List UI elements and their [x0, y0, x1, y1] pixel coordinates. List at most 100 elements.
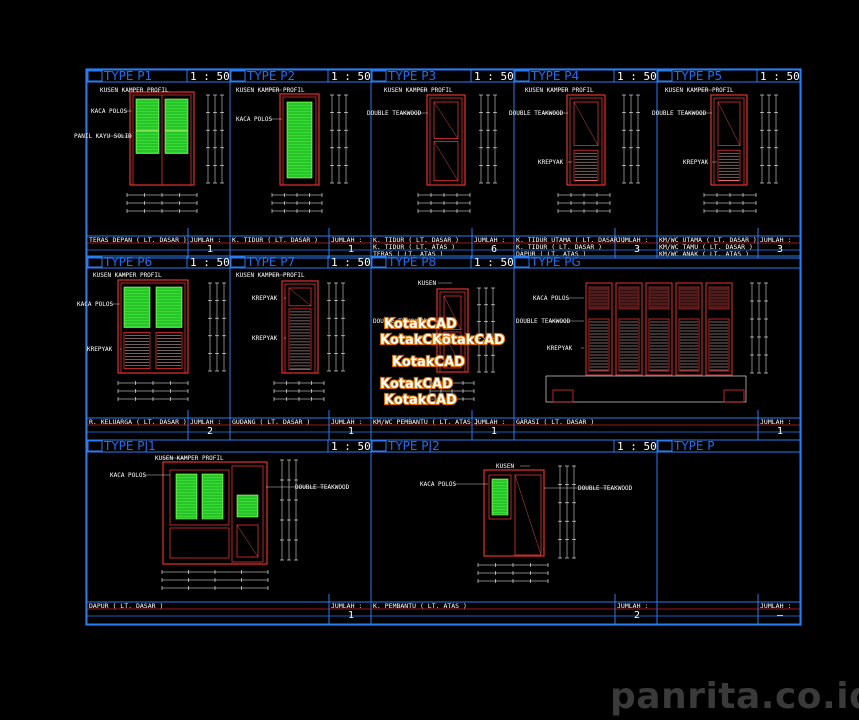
- door-window-combo-elevation: [477, 465, 576, 583]
- panel-type-title: TYPE PG: [530, 255, 581, 269]
- dimension-chain: [429, 381, 475, 401]
- kotakcad-watermark: KotakCAD: [384, 317, 457, 332]
- door-elevation: [281, 280, 319, 374]
- panel-scale: 1 : 50: [760, 70, 800, 83]
- panel-type-title: TYPE P5: [673, 69, 722, 83]
- jumlah-count: —: [777, 610, 784, 621]
- callout-label: KREPYAK: [87, 346, 121, 353]
- door-elevation: [129, 91, 195, 186]
- vertical-dimension-chain: [280, 459, 298, 561]
- dimension-chain: [477, 563, 549, 583]
- louver-panel: [708, 318, 730, 372]
- callout-label: KUSEN: [418, 280, 452, 287]
- jumlah-count: 1: [348, 426, 354, 437]
- jumlah-label: JUMLAH :: [190, 418, 221, 426]
- vertical-dimension-chain: [477, 287, 495, 373]
- callout-label: KREPYAK: [252, 335, 286, 342]
- door-frame: [566, 94, 606, 186]
- door-panel: [288, 287, 312, 307]
- callout-text: KUSEN KAMPER PROFIL: [100, 87, 169, 94]
- louver-panel: [155, 332, 183, 369]
- callout-text: KUSEN KAMPER PROFIL: [93, 272, 162, 279]
- kotakcad-watermark: KotakCAD: [392, 355, 465, 370]
- vertical-dimension-chain: [206, 94, 224, 184]
- panel-diagonal: [443, 331, 462, 369]
- vertical-dimension-chain: [558, 465, 576, 559]
- panel-diagonal: [433, 141, 459, 181]
- panel-type-title: TYPE P1: [103, 69, 152, 83]
- callout-label: KUSEN KAMPER PROFIL: [384, 87, 453, 94]
- callout-label: KACA POLOS: [77, 301, 120, 308]
- jumlah-label: JUMLAH :: [331, 236, 362, 244]
- jumlah-count: 6: [491, 244, 497, 255]
- kotakcad-watermark: KotakCAD: [380, 377, 453, 392]
- callout-label: KUSEN KAMPER PROFIL: [100, 87, 169, 94]
- glass-pane: [135, 98, 160, 131]
- panel-type-title: TYPE P3: [387, 69, 436, 83]
- door-panel: [433, 101, 459, 139]
- door-leaf: [120, 282, 186, 374]
- door-swing: [514, 474, 542, 556]
- callout-label: KACA POLOS: [533, 295, 584, 302]
- louver-panel: [618, 318, 640, 372]
- door-leaf: [282, 96, 317, 186]
- panel-frame: [86, 69, 231, 259]
- jumlah-count: 1: [348, 244, 354, 255]
- door-leaf: [284, 283, 316, 374]
- door-elevation: [117, 279, 189, 374]
- jumlah-count: 1: [348, 610, 354, 621]
- panel-scale: 1 : 50: [617, 440, 657, 453]
- panel-scale: 1 : 50: [474, 256, 514, 269]
- vertical-dimension-chain: [760, 94, 778, 184]
- panel-diagonal: [433, 101, 459, 139]
- room-name: GARASI ( LT. DASAR ): [516, 418, 594, 426]
- callout-text: KREPYAK: [538, 159, 564, 166]
- jumlah-count: 3: [634, 244, 640, 255]
- jumlah-label: JUMLAH :: [474, 236, 505, 244]
- jumlah-label: JUMLAH :: [331, 602, 362, 610]
- callout-label: KREPYAK: [547, 345, 584, 352]
- callout-label: KREPYAK: [683, 159, 717, 166]
- door-panel: [717, 101, 741, 146]
- room-name: KM/WC PEMBANTU ( LT. ATAS ): [373, 418, 479, 426]
- callout-text: DOUBLE TEAKWOOD: [509, 110, 564, 117]
- glass-pane: [164, 98, 189, 131]
- room-name: KM/WC TAMU ( LT. DASAR ): [659, 243, 753, 251]
- louver-panel: [288, 308, 312, 370]
- window-frame: [169, 469, 230, 526]
- door-elevation: [426, 94, 466, 186]
- vertical-dimension-chain: [330, 94, 348, 184]
- type-id-box: [514, 70, 530, 82]
- door-elevation: [436, 288, 469, 373]
- vertical-dimension-chain: [327, 282, 345, 372]
- door-window-combo-elevation: [161, 459, 298, 590]
- callout-text: KUSEN: [418, 280, 436, 287]
- door-panel: [443, 295, 462, 330]
- jumlah-count: 2: [634, 610, 640, 621]
- dimension-chain: [161, 570, 269, 590]
- callout-label: DOUBLE TEAKWOOD: [266, 484, 350, 491]
- callout-text: KACA POLOS: [236, 116, 273, 123]
- room-name: K. PEMBANTU ( LT. ATAS ): [373, 602, 467, 610]
- jumlah-count: 1: [777, 426, 783, 437]
- callout-text: KREPYAK: [87, 346, 113, 353]
- callout-label: KREPYAK: [252, 295, 286, 302]
- panel-scale: 1 : 50: [331, 440, 371, 453]
- glass-pane: [491, 478, 509, 516]
- dimension-chain: [703, 193, 757, 213]
- callout-label: PANIL KAYU SOLID: [74, 133, 132, 140]
- callout-text: DOUBLE TEAKWOOD: [295, 484, 350, 491]
- folding-leaf: [615, 282, 643, 376]
